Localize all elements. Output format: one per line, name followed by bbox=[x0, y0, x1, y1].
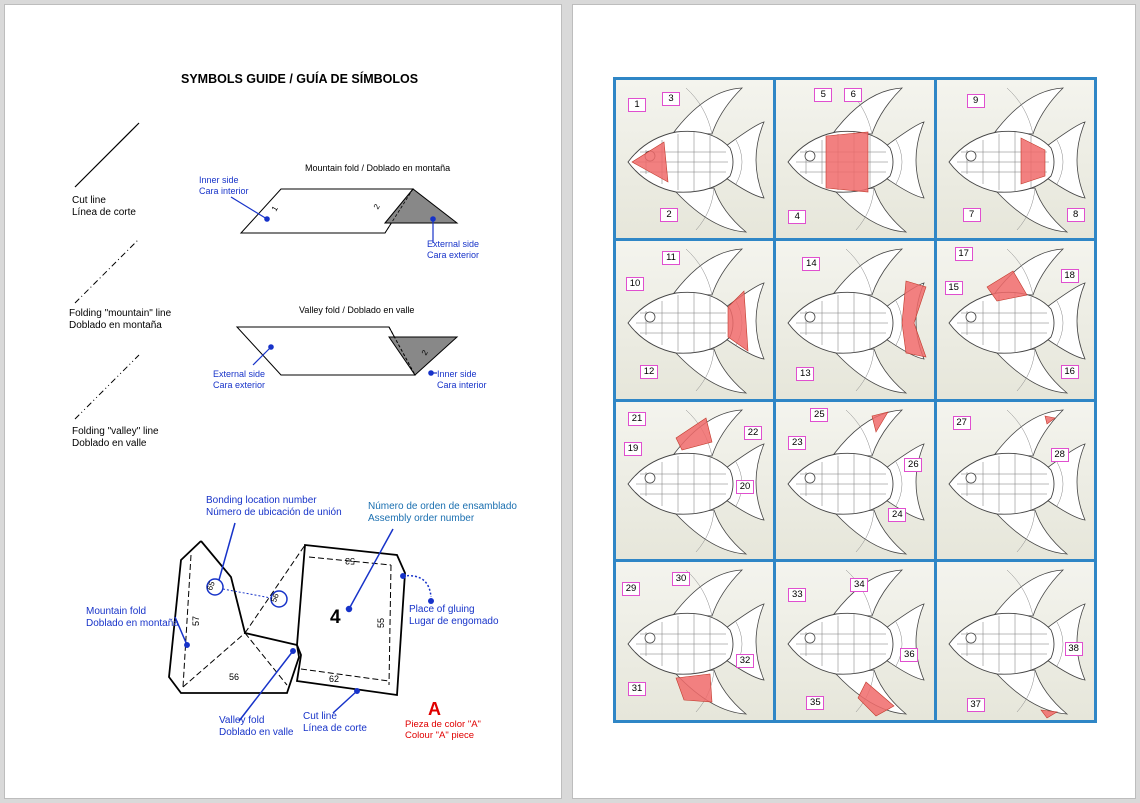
step-label: 17 bbox=[954, 246, 973, 261]
step-label: 37 bbox=[966, 698, 985, 713]
assembly-step-cell: 33 34 36 35 bbox=[776, 562, 934, 720]
assembly-step-cell: 9 7 8 bbox=[936, 80, 1094, 238]
mountain-fold-caption: Mountain fold / Doblado en montaña bbox=[305, 163, 451, 173]
step-label: 19 bbox=[624, 441, 642, 456]
step-label: 12 bbox=[640, 364, 658, 379]
step-label: 34 bbox=[850, 578, 869, 593]
step-label: 5 bbox=[814, 88, 833, 102]
step-label: 24 bbox=[888, 507, 907, 522]
step-label: 1 bbox=[628, 98, 646, 112]
assembly-step-cell: 27 28 bbox=[936, 401, 1094, 560]
fish-model-drawing bbox=[787, 569, 926, 717]
edge-number-55: 55 bbox=[376, 617, 387, 629]
assembly-step-cell: 29 30 32 31 bbox=[616, 562, 774, 720]
fish-model-drawing bbox=[627, 569, 765, 715]
fish-model-drawing bbox=[787, 248, 927, 394]
step-label: 30 bbox=[672, 572, 690, 587]
step-label: 6 bbox=[844, 88, 863, 102]
step-label: 22 bbox=[744, 425, 762, 440]
symbols-guide-page: SYMBOLS GUIDE / GUÍA DE SÍMBOLOS bbox=[4, 4, 562, 799]
step-label: 29 bbox=[622, 582, 640, 597]
step-label: 8 bbox=[1066, 208, 1085, 222]
step-label: 2 bbox=[660, 208, 678, 222]
fish-model-drawing bbox=[627, 409, 765, 554]
line-samples bbox=[74, 122, 459, 722]
step-label: 4 bbox=[788, 210, 807, 224]
step-label: 16 bbox=[1060, 364, 1079, 379]
step-label: 14 bbox=[802, 256, 821, 271]
fish-model-drawing bbox=[787, 87, 926, 233]
step-label: 26 bbox=[904, 457, 923, 472]
step-label: 23 bbox=[788, 435, 807, 450]
step-label: 36 bbox=[900, 648, 919, 663]
assembly-step-cell: 38 37 bbox=[936, 562, 1094, 720]
edge-number-62: 62 bbox=[329, 674, 340, 684]
step-label: 11 bbox=[662, 250, 680, 265]
step-label: 33 bbox=[788, 588, 807, 603]
step-label: 35 bbox=[806, 696, 825, 711]
step-label: 9 bbox=[966, 94, 985, 108]
step-label: 32 bbox=[736, 654, 754, 669]
step-label: 28 bbox=[1050, 447, 1069, 462]
page-title: SYMBOLS GUIDE / GUÍA DE SÍMBOLOS bbox=[181, 72, 419, 86]
step-label: 18 bbox=[1060, 268, 1079, 283]
step-label: 15 bbox=[944, 280, 963, 295]
step-label: 31 bbox=[628, 682, 646, 697]
assembly-step-cell: 14 13 bbox=[776, 240, 934, 399]
assembly-step-cell: 11 10 12 bbox=[616, 240, 774, 399]
assembly-step-cell: 17 18 15 16 bbox=[936, 240, 1094, 399]
color-letter: A bbox=[428, 699, 441, 719]
fish-model-drawing bbox=[948, 87, 1086, 233]
fish-model-drawing bbox=[627, 87, 765, 233]
assembly-step-cell: 1 3 2 bbox=[616, 80, 774, 238]
assembly-order-number: 4 bbox=[330, 607, 341, 628]
assembly-step-cell: 21 22 19 20 bbox=[616, 401, 774, 560]
step-label: 27 bbox=[952, 415, 971, 430]
edge-number-53: 53 bbox=[345, 556, 356, 566]
step-label: 13 bbox=[796, 366, 815, 381]
step-label: 7 bbox=[962, 208, 981, 222]
step-label: 25 bbox=[810, 407, 829, 422]
step-label: 10 bbox=[626, 276, 644, 291]
fish-model-drawing bbox=[787, 409, 926, 554]
edge-number-57: 57 bbox=[191, 615, 202, 627]
color-piece-label: Pieza de color "A"Colour "A" piece bbox=[405, 719, 481, 741]
fish-model-drawing bbox=[627, 248, 765, 394]
step-label: 38 bbox=[1064, 642, 1083, 657]
step-label: 3 bbox=[662, 92, 680, 106]
fish-model-drawing bbox=[948, 409, 1086, 554]
fish-model-drawing bbox=[948, 569, 1086, 719]
step-label: 21 bbox=[628, 411, 646, 426]
edge-number-56: 56 bbox=[229, 672, 240, 682]
step-label: 20 bbox=[736, 479, 754, 494]
fish-model-drawing bbox=[948, 248, 1086, 394]
valley-fold-caption: Valley fold / Doblado en valle bbox=[299, 305, 415, 315]
